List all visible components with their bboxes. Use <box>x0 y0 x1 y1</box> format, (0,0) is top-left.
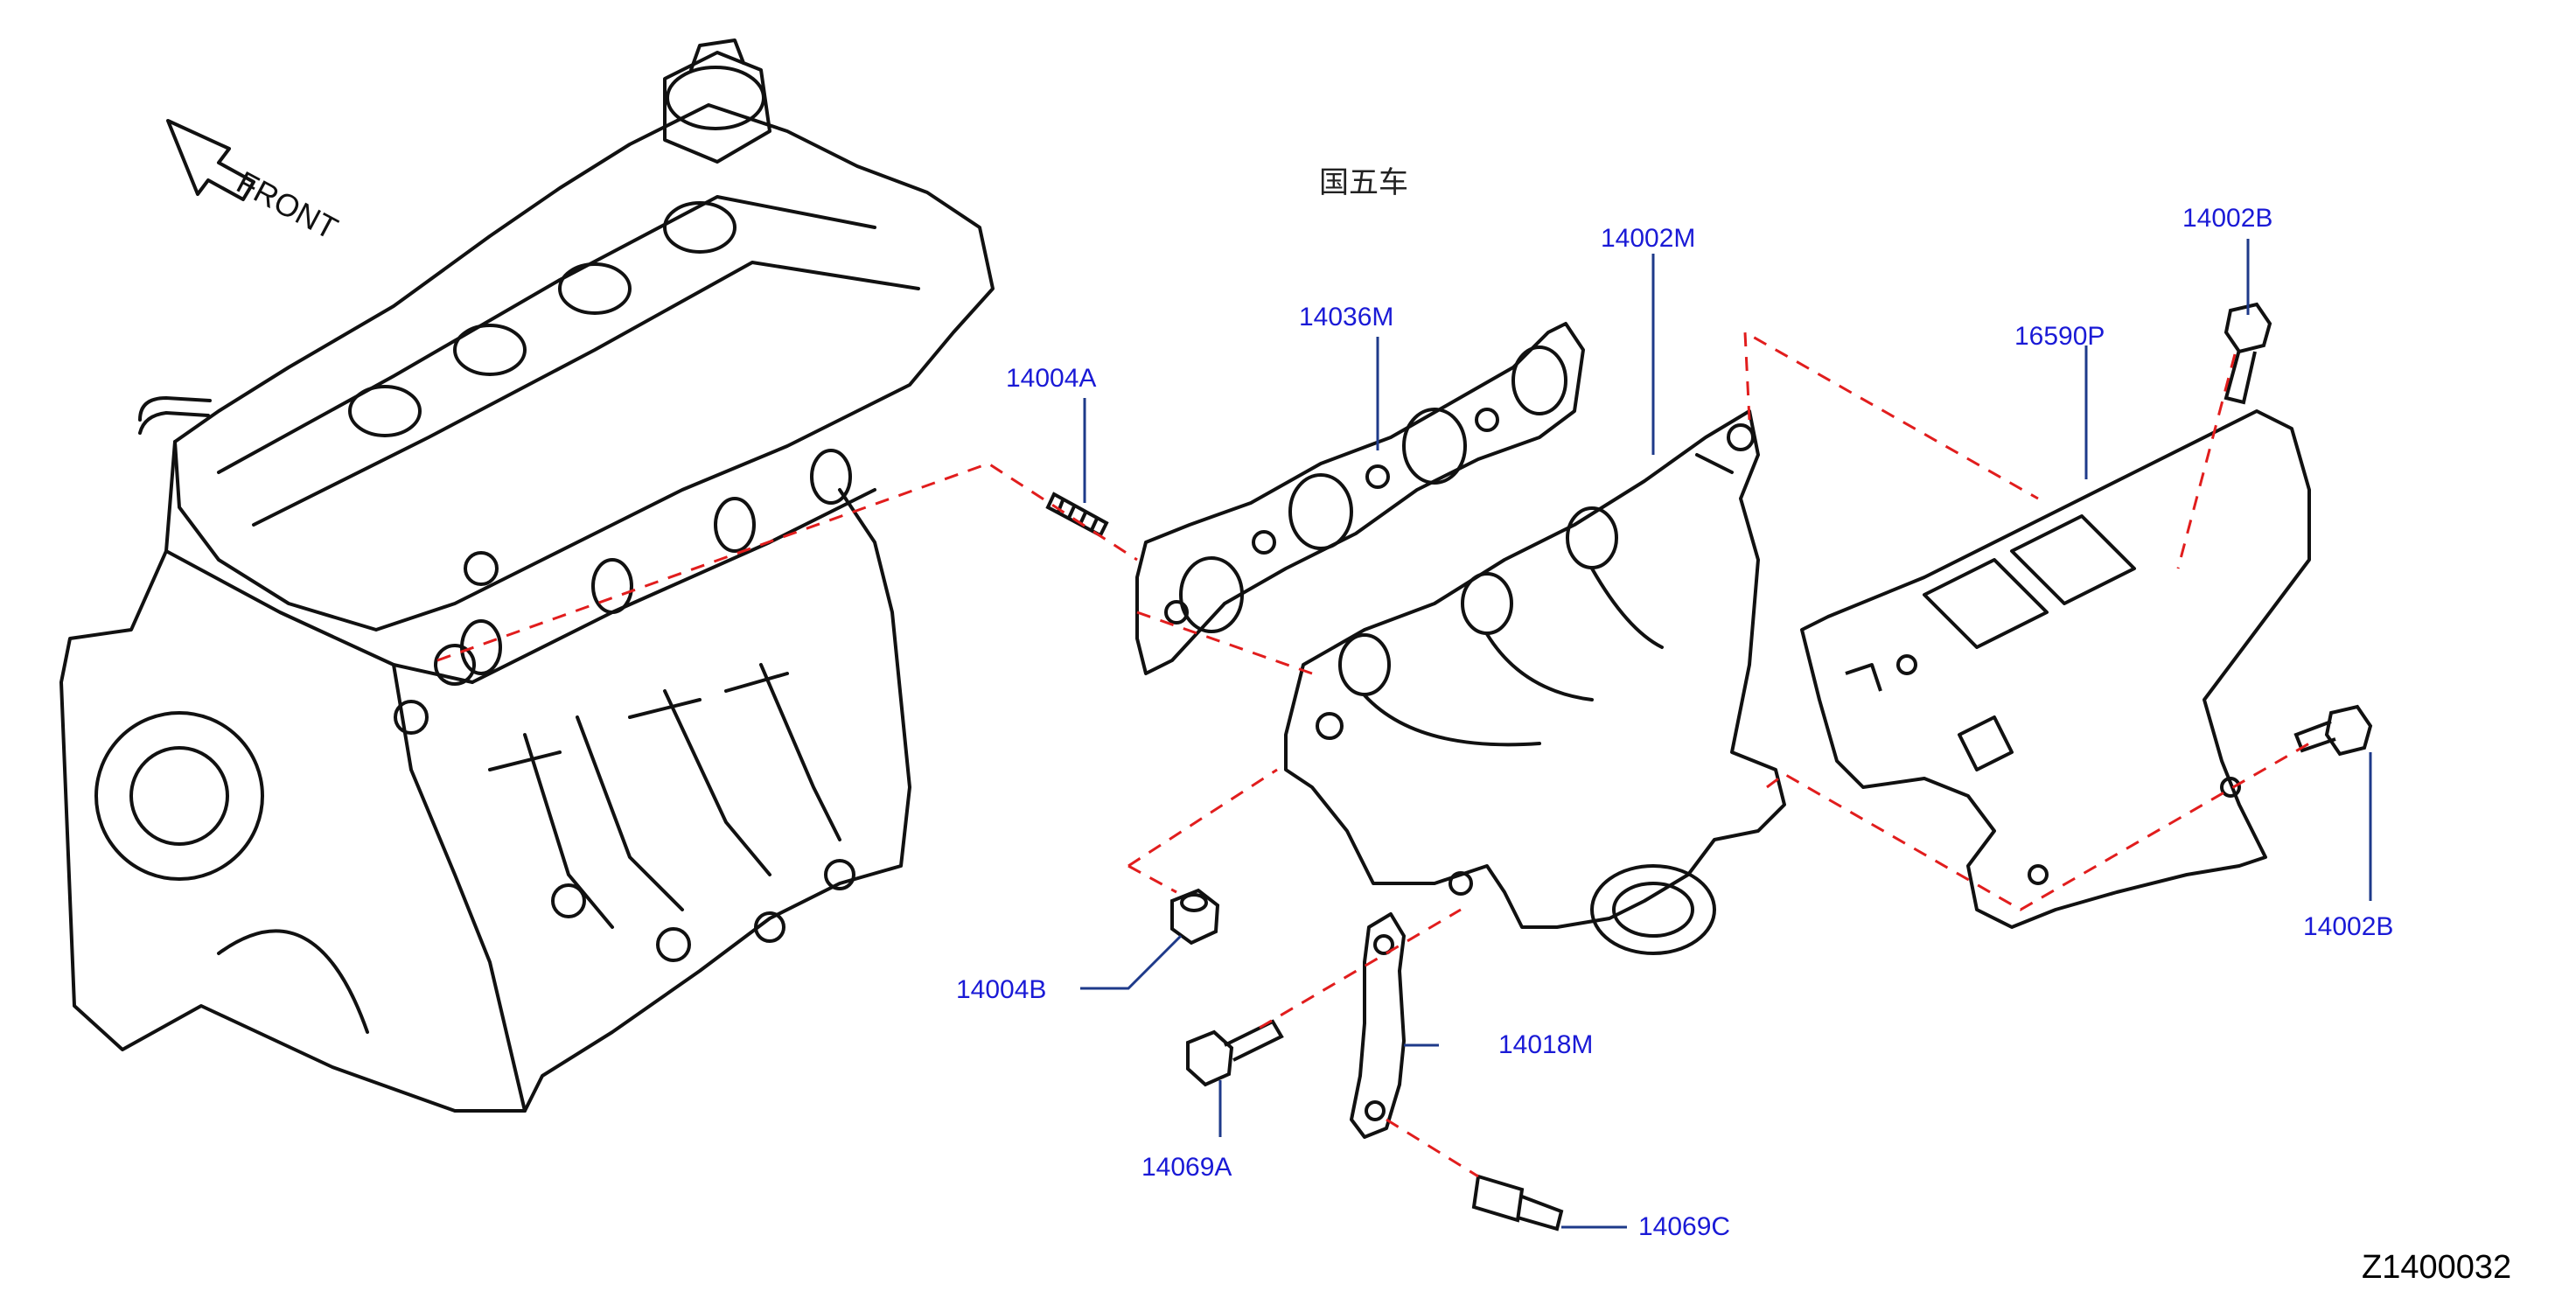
nut-14004b-drawing <box>1170 888 1220 946</box>
bolt-14002b-right-drawing <box>2293 704 2373 757</box>
stud-14069c-drawing <box>1471 1174 1564 1232</box>
document-id: Z1400032 <box>2362 1249 2512 1286</box>
exhaust-manifold-drawing <box>1284 409 1786 955</box>
callout-14002m: 14002M <box>1601 224 1696 253</box>
callout-14004b: 14004B <box>956 975 1047 1004</box>
leader-lines <box>1080 239 2372 1229</box>
callout-16590p: 16590P <box>2014 322 2105 351</box>
bolt-14069a-drawing <box>1186 1019 1284 1087</box>
alignment-lines <box>436 330 2310 1178</box>
engine-block-drawing <box>59 38 995 1113</box>
heat-shield-drawing <box>1800 409 2311 929</box>
bolt-14002b-top-drawing <box>2223 302 2272 405</box>
callout-14018m: 14018M <box>1498 1030 1594 1059</box>
front-arrow-icon <box>166 119 255 201</box>
stud-14004a-drawing <box>1045 492 1109 538</box>
callout-14069c: 14069C <box>1638 1212 1731 1241</box>
callout-14036m: 14036M <box>1299 303 1394 331</box>
emission-note: 国五车 <box>1319 166 1408 199</box>
callout-14002b-right: 14002B <box>2303 912 2394 941</box>
callout-14069a: 14069A <box>1141 1153 1232 1182</box>
callout-14002b-top: 14002B <box>2182 204 2273 233</box>
exhaust-gasket-drawing <box>1135 322 1585 675</box>
callout-14004a: 14004A <box>1006 364 1097 393</box>
bracket-drawing <box>1350 912 1406 1139</box>
